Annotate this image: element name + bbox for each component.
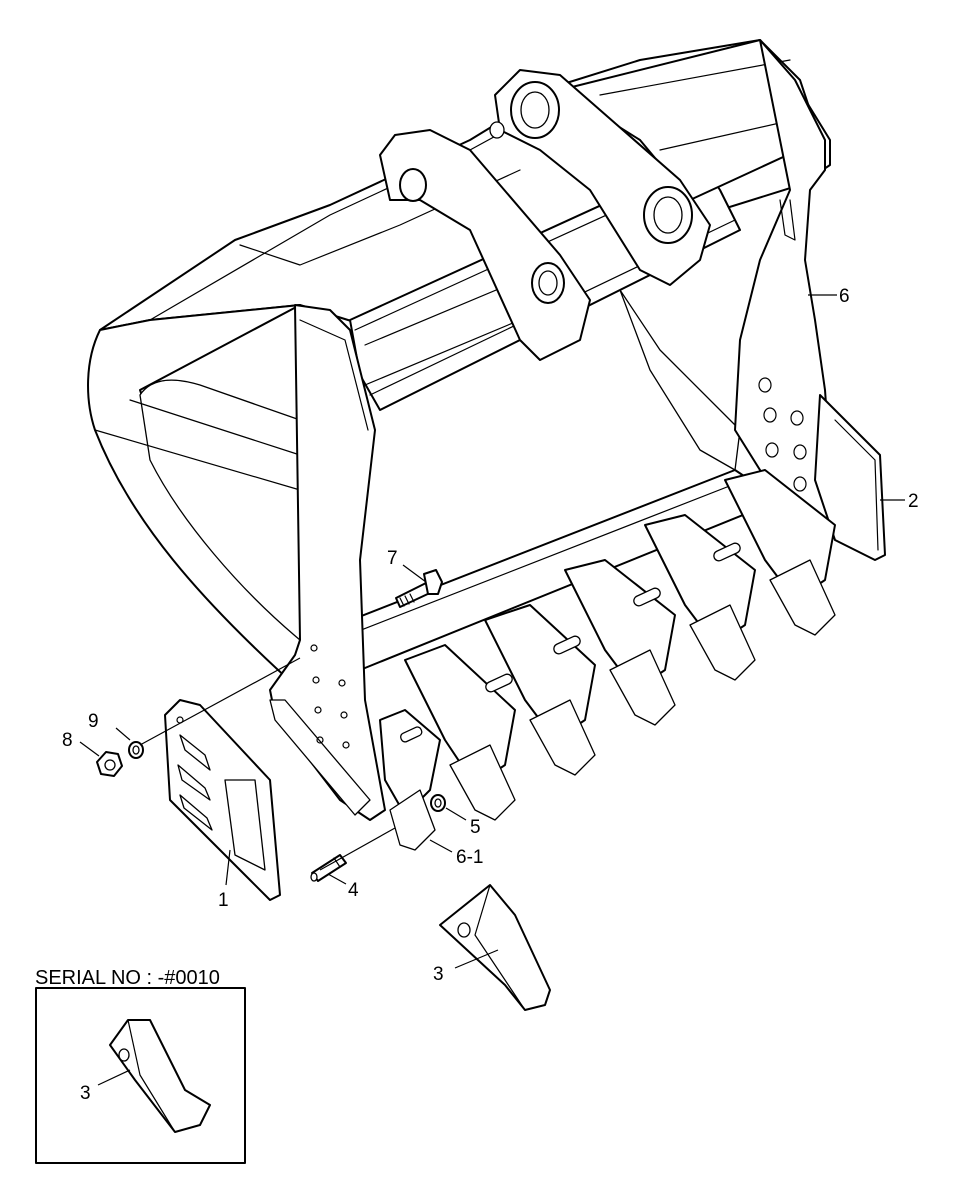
nut-8 [96, 751, 123, 777]
callout-5: 5 [470, 817, 481, 838]
callout-2: 2 [908, 491, 919, 512]
tooth-point-3 [439, 884, 551, 1011]
bolt-7 [395, 569, 443, 608]
serial-label: SERIAL NO : -#0010 [35, 967, 220, 989]
tooth-adapter [404, 644, 516, 821]
washer-9 [128, 741, 144, 759]
side-cutter-left [164, 699, 281, 901]
callout-3: 3 [433, 964, 444, 985]
pin-4 [310, 854, 347, 882]
tooth-adapter [724, 469, 836, 636]
side-plate-bolt-holes [310, 644, 350, 749]
tooth-adapter [644, 514, 756, 681]
callout-6-1: 6-1 [456, 847, 483, 868]
callout-6: 6 [839, 286, 850, 307]
callout-7: 7 [387, 548, 398, 569]
leader-lines [79, 294, 905, 1086]
serial-inset-frame [35, 987, 246, 1164]
link-bracket-front [379, 129, 591, 361]
callout-8: 8 [62, 730, 73, 751]
tooth-adapter [484, 604, 596, 776]
callout-9: 9 [88, 711, 99, 732]
tooth-adapter [564, 559, 676, 726]
teeth-row [379, 469, 836, 851]
side-cutter-right [814, 394, 886, 561]
callout-3-inset: 3 [80, 1083, 91, 1104]
tooth-adapter [379, 709, 441, 851]
callouts: 6 2 7 9 8 5 6-1 4 1 3 3 [62, 286, 919, 1104]
callout-1: 1 [218, 890, 229, 911]
link-bracket-rear [489, 69, 711, 286]
serial-inset: SERIAL NO : -#0010 [35, 967, 246, 1164]
callout-4: 4 [348, 880, 359, 901]
side-plate-left [269, 304, 386, 821]
tooth-point-3-early [109, 1019, 211, 1133]
washer-5 [430, 794, 446, 812]
side-plate-right-bolt-holes [758, 377, 807, 492]
